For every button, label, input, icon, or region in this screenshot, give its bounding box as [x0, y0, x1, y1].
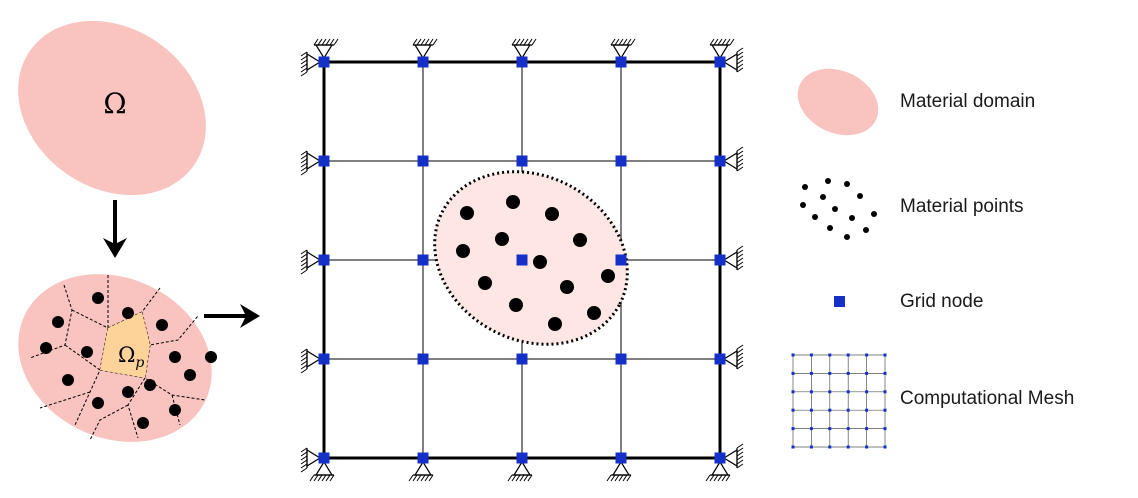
material-domain: Ω [18, 20, 206, 196]
material-point [587, 306, 601, 320]
material-point [460, 206, 474, 220]
legend-node-swatch [834, 296, 845, 307]
material-point [184, 369, 196, 381]
material-point [92, 397, 104, 409]
subdomain-cell [100, 312, 150, 378]
material-point [573, 233, 587, 247]
support-top [709, 38, 735, 60]
legend-mesh-swatch [791, 353, 887, 449]
right-arrow-icon [204, 304, 260, 328]
material-point [548, 317, 562, 331]
particle-group-grid [456, 195, 615, 331]
grid-node [318, 452, 330, 464]
support-left [300, 348, 322, 374]
grid-node [615, 56, 627, 68]
subdomain-symbol: Ωp [118, 343, 144, 371]
material-point [81, 346, 93, 358]
material-point [509, 298, 523, 312]
material-point [506, 195, 520, 209]
grid-node [318, 56, 330, 68]
material-point [560, 280, 574, 294]
legend-label-grid-node: Grid node [900, 291, 984, 312]
material-point [456, 244, 470, 258]
material-point [169, 404, 181, 416]
support-right [722, 344, 744, 370]
grid-node [615, 155, 627, 167]
material-point [495, 232, 509, 246]
grid-node [417, 452, 429, 464]
grid-node [714, 155, 726, 167]
grid-node [615, 452, 627, 464]
grid-node [417, 56, 429, 68]
material-point [62, 374, 74, 386]
material-point [144, 379, 156, 391]
grid-node [516, 56, 528, 68]
legend-points-swatch [800, 178, 877, 240]
material-point [122, 307, 134, 319]
material-point [52, 316, 64, 328]
domain-ellipse [18, 20, 206, 196]
legend [791, 68, 887, 449]
support-right [722, 47, 744, 73]
support-bottom [606, 460, 632, 482]
grid-node [417, 254, 429, 266]
grid-node [516, 452, 528, 464]
material-point [601, 269, 615, 283]
material-point [40, 342, 52, 354]
material-point [533, 255, 547, 269]
legend-domain-swatch [797, 68, 879, 136]
material-point [122, 386, 134, 398]
support-bottom [705, 460, 731, 482]
support-bottom [408, 460, 434, 482]
grid-node [417, 353, 429, 365]
legend-label-computational-mesh: Computational Mesh [900, 388, 1075, 409]
support-left [300, 150, 322, 176]
grid-node [714, 353, 726, 365]
support-top [610, 38, 636, 60]
grid-node [714, 254, 726, 266]
grid-nodes [318, 56, 726, 464]
material-point [137, 417, 149, 429]
boundary-supports [300, 38, 744, 482]
grid-node [318, 155, 330, 167]
down-arrow-icon [103, 200, 127, 258]
support-right [722, 146, 744, 172]
grid-node [318, 254, 330, 266]
legend-label-material-points: Material points [900, 196, 1024, 217]
grid-node [516, 353, 528, 365]
grid-node [516, 155, 528, 167]
grid-node [615, 254, 627, 266]
grid-node [714, 56, 726, 68]
grid-node [615, 353, 627, 365]
discretized-domain: Ωp [18, 274, 217, 442]
grid-node [417, 155, 429, 167]
domain-symbol: Ω [103, 87, 126, 120]
support-left [300, 51, 322, 77]
support-right [722, 443, 744, 469]
material-point [545, 207, 559, 221]
support-left [300, 447, 322, 473]
support-top [412, 38, 438, 60]
grid-node [318, 353, 330, 365]
particle-group-left [40, 292, 217, 429]
grid-node [516, 254, 528, 266]
material-point [205, 351, 217, 363]
support-left [300, 249, 322, 275]
legend-label-material-domain: Material domain [900, 91, 1036, 112]
material-point [156, 319, 168, 331]
support-bottom [507, 460, 533, 482]
support-top [313, 38, 339, 60]
support-right [722, 245, 744, 271]
support-bottom [309, 460, 335, 482]
grid-node [714, 452, 726, 464]
material-point [478, 276, 492, 290]
computational-grid [300, 38, 744, 482]
material-body [433, 170, 629, 346]
support-top [511, 38, 537, 60]
material-point [92, 292, 104, 304]
material-point [169, 351, 181, 363]
